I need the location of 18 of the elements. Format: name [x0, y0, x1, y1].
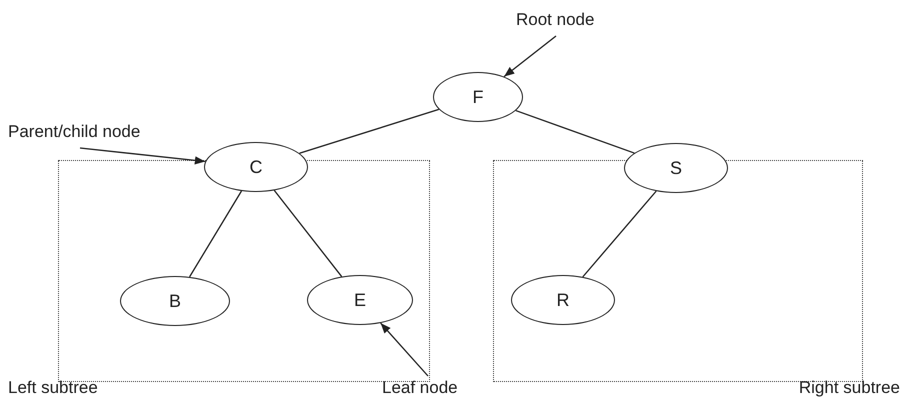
leader-arrow [504, 35, 556, 78]
tree-edge [299, 108, 440, 154]
leader-arrow [80, 147, 206, 165]
tree-edge [582, 190, 657, 278]
tree-node-ellipse: S [624, 143, 728, 193]
tree-edge [516, 110, 635, 154]
tree-node-ellipse: B [120, 276, 230, 326]
callout-label: Root node [516, 10, 632, 34]
tree-node-ellipse: F [433, 72, 523, 122]
callout-label: Parent/child node [8, 122, 158, 146]
subtree-label: Left subtree [8, 378, 98, 398]
tree-node-ellipse: R [511, 275, 615, 325]
tree-node-ellipse: E [307, 275, 413, 325]
subtree-label: Right subtree [798, 378, 900, 398]
callout-label: Leaf node [382, 378, 482, 400]
tree-edge [189, 190, 242, 278]
tree-edge [274, 190, 342, 277]
tree-node-ellipse: C [204, 142, 308, 192]
